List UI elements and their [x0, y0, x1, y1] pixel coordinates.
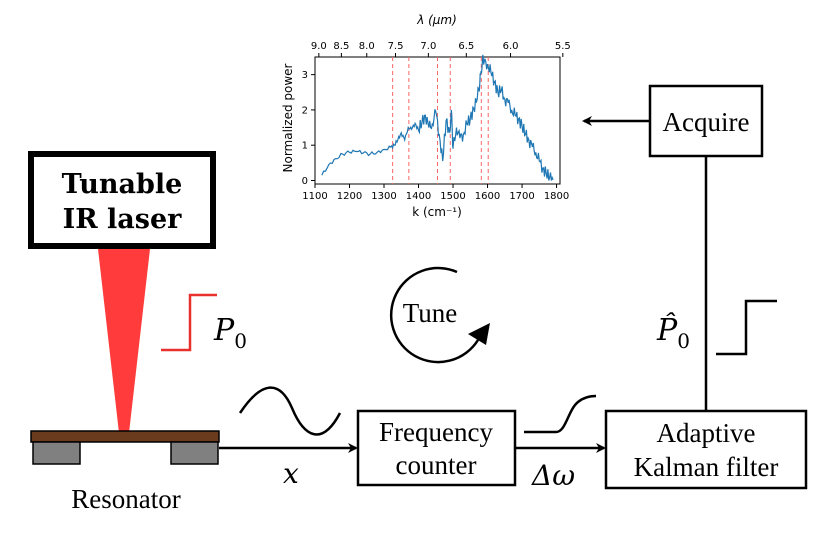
tune-arrowhead [468, 323, 490, 345]
p0hat-symbol: P̂0 [656, 313, 690, 353]
top-tick-label-5: 6.5 [458, 41, 474, 52]
y-tick-label-2: 2 [302, 105, 308, 116]
frequency-counter-line1: Frequency [379, 417, 493, 447]
acquire-label: Acquire [663, 107, 750, 137]
oscillation-signal [238, 386, 342, 436]
laser-label-line1: Tunable [62, 169, 183, 200]
resonator-beam [30, 430, 220, 443]
x-tick-label-1: 1200 [337, 191, 362, 202]
y-axis-label: Normalized power [281, 63, 295, 172]
laser-label-line2: IR laser [63, 204, 183, 235]
laser-box: Tunable IR laser [28, 151, 216, 249]
laser-beam [98, 249, 150, 433]
frequency-shift-signal [524, 394, 597, 434]
top-tick-label-2: 8.0 [359, 41, 375, 52]
tune-cycle-arrow [389, 266, 480, 364]
kalman-filter-box: Adaptive Kalman filter [604, 409, 808, 490]
top-tick-label-1: 8.5 [333, 41, 349, 52]
spectrum-line-0 [321, 54, 554, 181]
x-tick-label-5: 1600 [475, 191, 500, 202]
x-tick-label-6: 1700 [509, 191, 534, 202]
resonator-pad-left [32, 441, 81, 465]
axis-ticks: 1100 1200 1300 1400 1500 1600 1700 1800 0 1 2 3 9.0 8… [302, 41, 571, 202]
power-step-signal [161, 293, 217, 352]
resonator: Resonator [30, 430, 220, 514]
x-tick-label-3: 1400 [406, 191, 431, 202]
acquire-box: Acquire [648, 84, 764, 158]
top-tick-label-6: 6.0 [503, 41, 519, 52]
delta-omega-symbol: Δω [531, 459, 575, 492]
resonator-pad-right [170, 441, 219, 465]
frequency-counter-line2: counter [396, 450, 477, 480]
kalman-line1: Adaptive [657, 418, 756, 448]
y-tick-label-1: 1 [302, 141, 308, 152]
x-tick-label-2: 1300 [371, 191, 396, 202]
top-tick-label-4: 7.0 [420, 41, 436, 52]
frequency-counter-box: Frequency counter [356, 409, 517, 487]
p0-symbol: P0 [213, 313, 247, 353]
y-tick-label-3: 3 [302, 70, 308, 81]
x-axis-label: k (cm⁻¹) [412, 205, 462, 219]
y-tick-label-0: 0 [302, 176, 308, 187]
top-axis-label: λ (μm) [416, 13, 457, 27]
tune-label: Tune [403, 298, 458, 328]
top-tick-label-0: 9.0 [311, 41, 327, 52]
resonator-label: Resonator [71, 484, 180, 514]
x-tick-label-7: 1800 [544, 191, 569, 202]
marker-lines [392, 57, 489, 184]
tune-cycle: Tune [389, 266, 490, 364]
estimated-power-step [716, 299, 777, 356]
kalman-line2: Kalman filter [634, 452, 779, 482]
x-tick-label-0: 1100 [302, 191, 327, 202]
top-tick-label-3: 7.5 [388, 41, 404, 52]
spectrum-series [321, 54, 554, 181]
top-tick-label-7: 5.5 [555, 41, 571, 52]
x-tick-label-4: 1500 [440, 191, 465, 202]
x-symbol: x [283, 457, 299, 490]
